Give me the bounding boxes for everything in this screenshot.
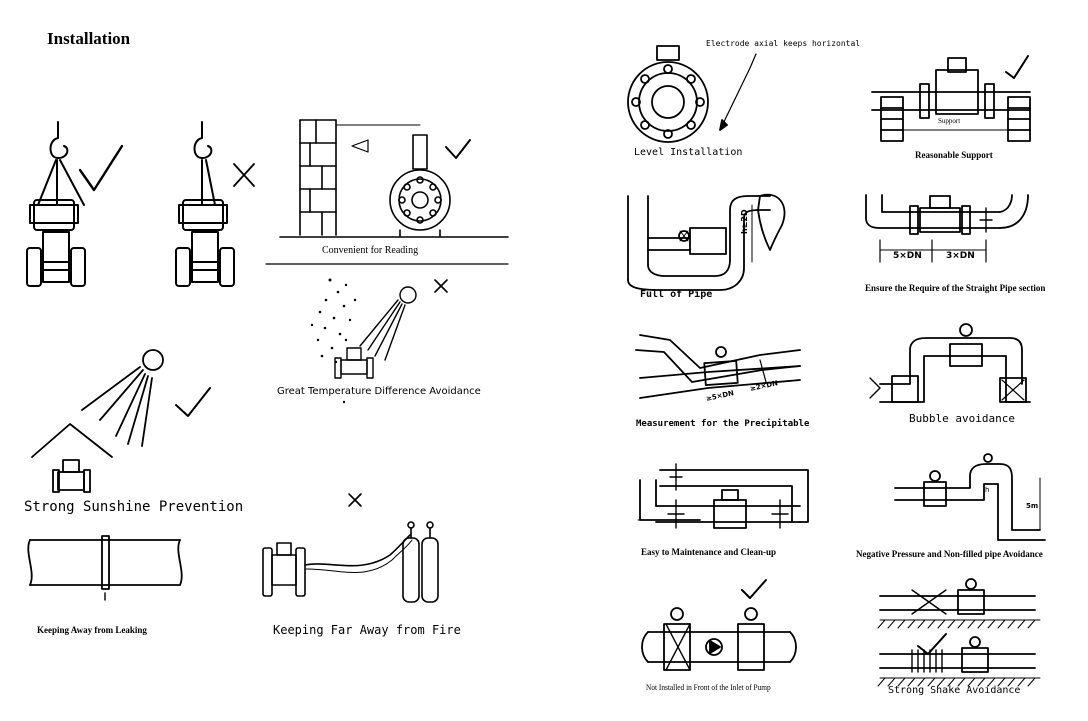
label-5dn: 5×DN [893, 251, 922, 261]
page-title: Installation [47, 29, 131, 48]
particles [310, 278, 357, 404]
hoist-wrong-figure [175, 121, 255, 287]
bubble-figure [869, 323, 1031, 403]
convenient-reading-figure [279, 119, 509, 238]
hoist-correct-figure [26, 121, 124, 287]
label-h: h [985, 486, 990, 494]
caption-level-installation: Level Installation [634, 147, 743, 158]
caption-temperature: Great Temperature Difference Avoidance [277, 386, 481, 397]
level-installation-figure [627, 45, 757, 143]
caption-convenient-reading: Convenient for Reading [322, 245, 419, 256]
caption-fire: Keeping Far Away from Fire [273, 623, 461, 637]
fire-figure [262, 493, 439, 603]
pump-figure [641, 579, 797, 671]
caption-leaking: Keeping Away from Leaking [37, 625, 147, 635]
leaking-figure [27, 535, 183, 601]
full-of-pipe-figure [627, 193, 786, 291]
label-5m: 5m [1026, 502, 1039, 510]
caption-maintenance: Easy to Maintenance and Clean-up [641, 547, 777, 557]
precipitable-figure [635, 334, 801, 399]
sunshine-figure [31, 349, 211, 493]
caption-sunshine: Strong Sunshine Prevention [24, 499, 244, 515]
caption-reasonable-support: Reasonable Support [915, 150, 993, 160]
reasonable-support-figure [871, 55, 1031, 142]
label-support: Support [938, 117, 961, 125]
caption-full-of-pipe: Full of Pipe [640, 289, 713, 300]
maintenance-figure [637, 463, 809, 529]
caption-precipitable: Measurement for the Precipitable [636, 419, 810, 429]
temperature-figure [334, 279, 448, 379]
caption-straight-pipe: Ensure the Require of the Straight Pipe … [865, 283, 1046, 293]
caption-bubble: Bubble avoidance [909, 412, 1015, 425]
straight-pipe-figure [865, 194, 1029, 263]
negative-pressure-figure [894, 453, 1046, 541]
caption-shake: Strong Shake Avoidance [888, 685, 1021, 696]
shake-figure [877, 578, 1041, 687]
label-3dn: 3×DN [946, 251, 975, 261]
caption-pump: Not Installed in Front of the Inlet of P… [646, 683, 771, 692]
caption-negative-pressure: Negative Pressure and Non-filled pipe Av… [856, 549, 1043, 559]
caption-electrode-axial: Electrode axial keeps horizontal [706, 39, 861, 48]
